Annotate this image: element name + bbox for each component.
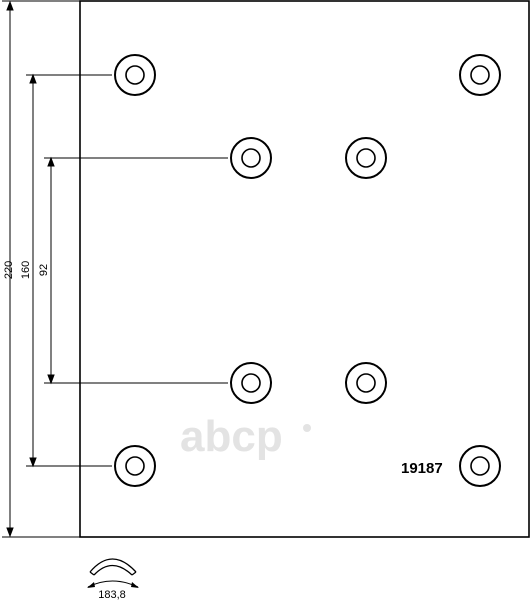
arrow-up-92 <box>47 156 55 167</box>
rivet-hole <box>459 445 501 487</box>
arc-dimension-line <box>87 580 139 588</box>
watermark-dot <box>303 424 311 432</box>
arc-profile-inner <box>93 564 133 576</box>
rivet-hole <box>345 137 387 179</box>
rivet-hole <box>114 54 156 96</box>
lining-plate-outline <box>79 0 530 538</box>
arc-length-label: 183,8 <box>98 589 126 600</box>
rivet-hole <box>230 137 272 179</box>
part-number-label: 19187 <box>401 460 443 477</box>
arc-profile-outer <box>89 558 137 573</box>
arc-arrow-left <box>87 582 95 588</box>
arc-profile-end-left <box>89 571 95 576</box>
rivet-hole <box>345 362 387 404</box>
arrow-down-92 <box>47 374 55 385</box>
rivet-hole <box>114 445 156 487</box>
arc-profile-end-right <box>131 571 137 576</box>
rivet-hole <box>230 362 272 404</box>
arrow-down-220 <box>6 527 14 538</box>
watermark-text: abcp <box>180 412 283 461</box>
arc-profile-symbol <box>87 558 139 588</box>
dimension-label-160: 160 <box>20 261 32 279</box>
dimension-overall-height <box>2 0 80 538</box>
arc-arrow-right <box>131 582 139 588</box>
dimension-label-92: 92 <box>38 264 50 276</box>
arrow-up-220 <box>6 0 14 11</box>
dimension-inner-holes <box>44 156 228 385</box>
watermark-logo: abcp <box>180 412 311 461</box>
rivet-hole <box>459 54 501 96</box>
dimension-outer-holes <box>26 73 112 468</box>
rivet-holes <box>114 54 501 487</box>
arrow-down-160 <box>29 457 37 468</box>
dimension-label-220: 220 <box>3 261 15 279</box>
arrow-up-160 <box>29 73 37 84</box>
